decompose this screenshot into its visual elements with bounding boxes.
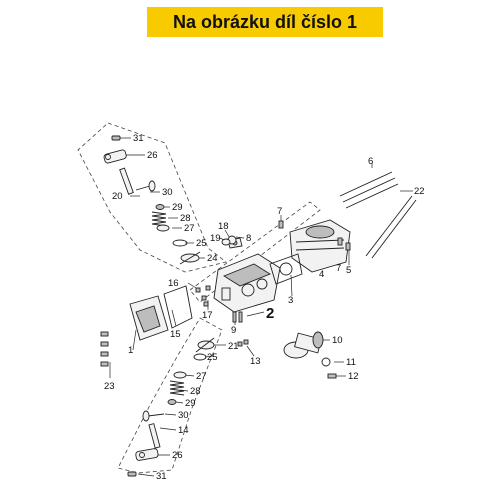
part-labels: 31 26 30 20 29 28 27 25 24 18 19 8 16 17… [104,133,425,482]
cover-bolts [100,331,109,367]
label-16: 16 [168,278,179,289]
long-stud-bolts [339,171,417,259]
label-18: 18 [218,221,229,232]
valve-keeper-upper [155,204,165,210]
label-29a: 29 [172,202,183,213]
o-ring-upper [172,239,188,247]
label-26a: 26 [147,150,158,161]
label-26b: 26 [172,450,183,461]
camshaft-bolt [327,373,337,379]
label-5: 5 [346,265,351,276]
label-28b: 28 [190,386,201,397]
spring-seat-lower [173,371,187,379]
valve-upper [135,180,156,192]
label-15: 15 [170,329,181,340]
upper-valve-group-outline [77,122,227,273]
label-13: 13 [250,356,261,367]
camshaft-washer [321,357,331,367]
o-ring-lower [193,353,207,361]
valve-spring-lower [169,380,185,396]
small-screws [237,339,249,347]
rocker-arm-lower [135,448,159,461]
label-9: 9 [231,325,236,336]
valve-lower [142,410,165,422]
cylinder-gasket [269,253,303,285]
label-8: 8 [246,233,251,244]
rocker-shaft-upper [119,167,134,195]
label-22: 22 [414,186,425,197]
camshaft-sprocket-lower [195,337,215,353]
label-24: 24 [207,253,218,264]
label-14: 14 [178,425,189,436]
label-2: 2 [266,305,274,322]
label-28a: 28 [180,213,191,224]
head-studs [195,285,243,323]
label-19: 19 [210,233,221,244]
label-12: 12 [348,371,359,382]
label-21: 21 [228,341,239,352]
title-text: Na obrázku díl číslo 1 [172,12,358,32]
label-1: 1 [128,345,133,356]
cover-gasket [163,285,193,329]
spring-seat-upper [156,224,170,232]
label-31b: 31 [156,471,167,482]
bolt-lower [127,471,137,477]
label-27a: 27 [184,223,195,234]
title-banner: Na obrázku díl číslo 1 [147,7,383,37]
bolt-upper [111,135,121,141]
valve-keeper-lower [167,399,177,405]
cylinder-group-outline [189,201,321,303]
grommet-19 [221,238,231,246]
label-7b: 7 [336,263,341,274]
label-30b: 30 [178,410,189,421]
rocker-arm-upper [103,149,127,164]
label-4: 4 [319,269,324,280]
label-3: 3 [288,295,293,306]
camshaft-sprocket-upper [179,251,201,265]
label-31a: 31 [133,133,144,144]
valve-spring-upper [151,211,167,227]
rocker-shaft-lower [148,423,161,449]
cylinder-block [289,219,351,273]
label-17: 17 [202,310,213,321]
label-7a: 7 [277,206,282,217]
label-20: 20 [112,191,123,202]
valve-cover [129,295,169,341]
label-10: 10 [332,335,343,346]
label-29b: 29 [185,398,196,409]
cylinder-head [213,253,281,313]
label-25b: 25 [207,352,218,363]
label-6: 6 [368,156,373,167]
label-11: 11 [346,357,356,368]
label-30a: 30 [162,187,173,198]
label-27b: 27 [196,371,207,382]
dowel-pins [278,220,351,251]
label-23: 23 [104,381,115,392]
camshaft [283,331,324,359]
label-25a: 25 [196,238,207,249]
